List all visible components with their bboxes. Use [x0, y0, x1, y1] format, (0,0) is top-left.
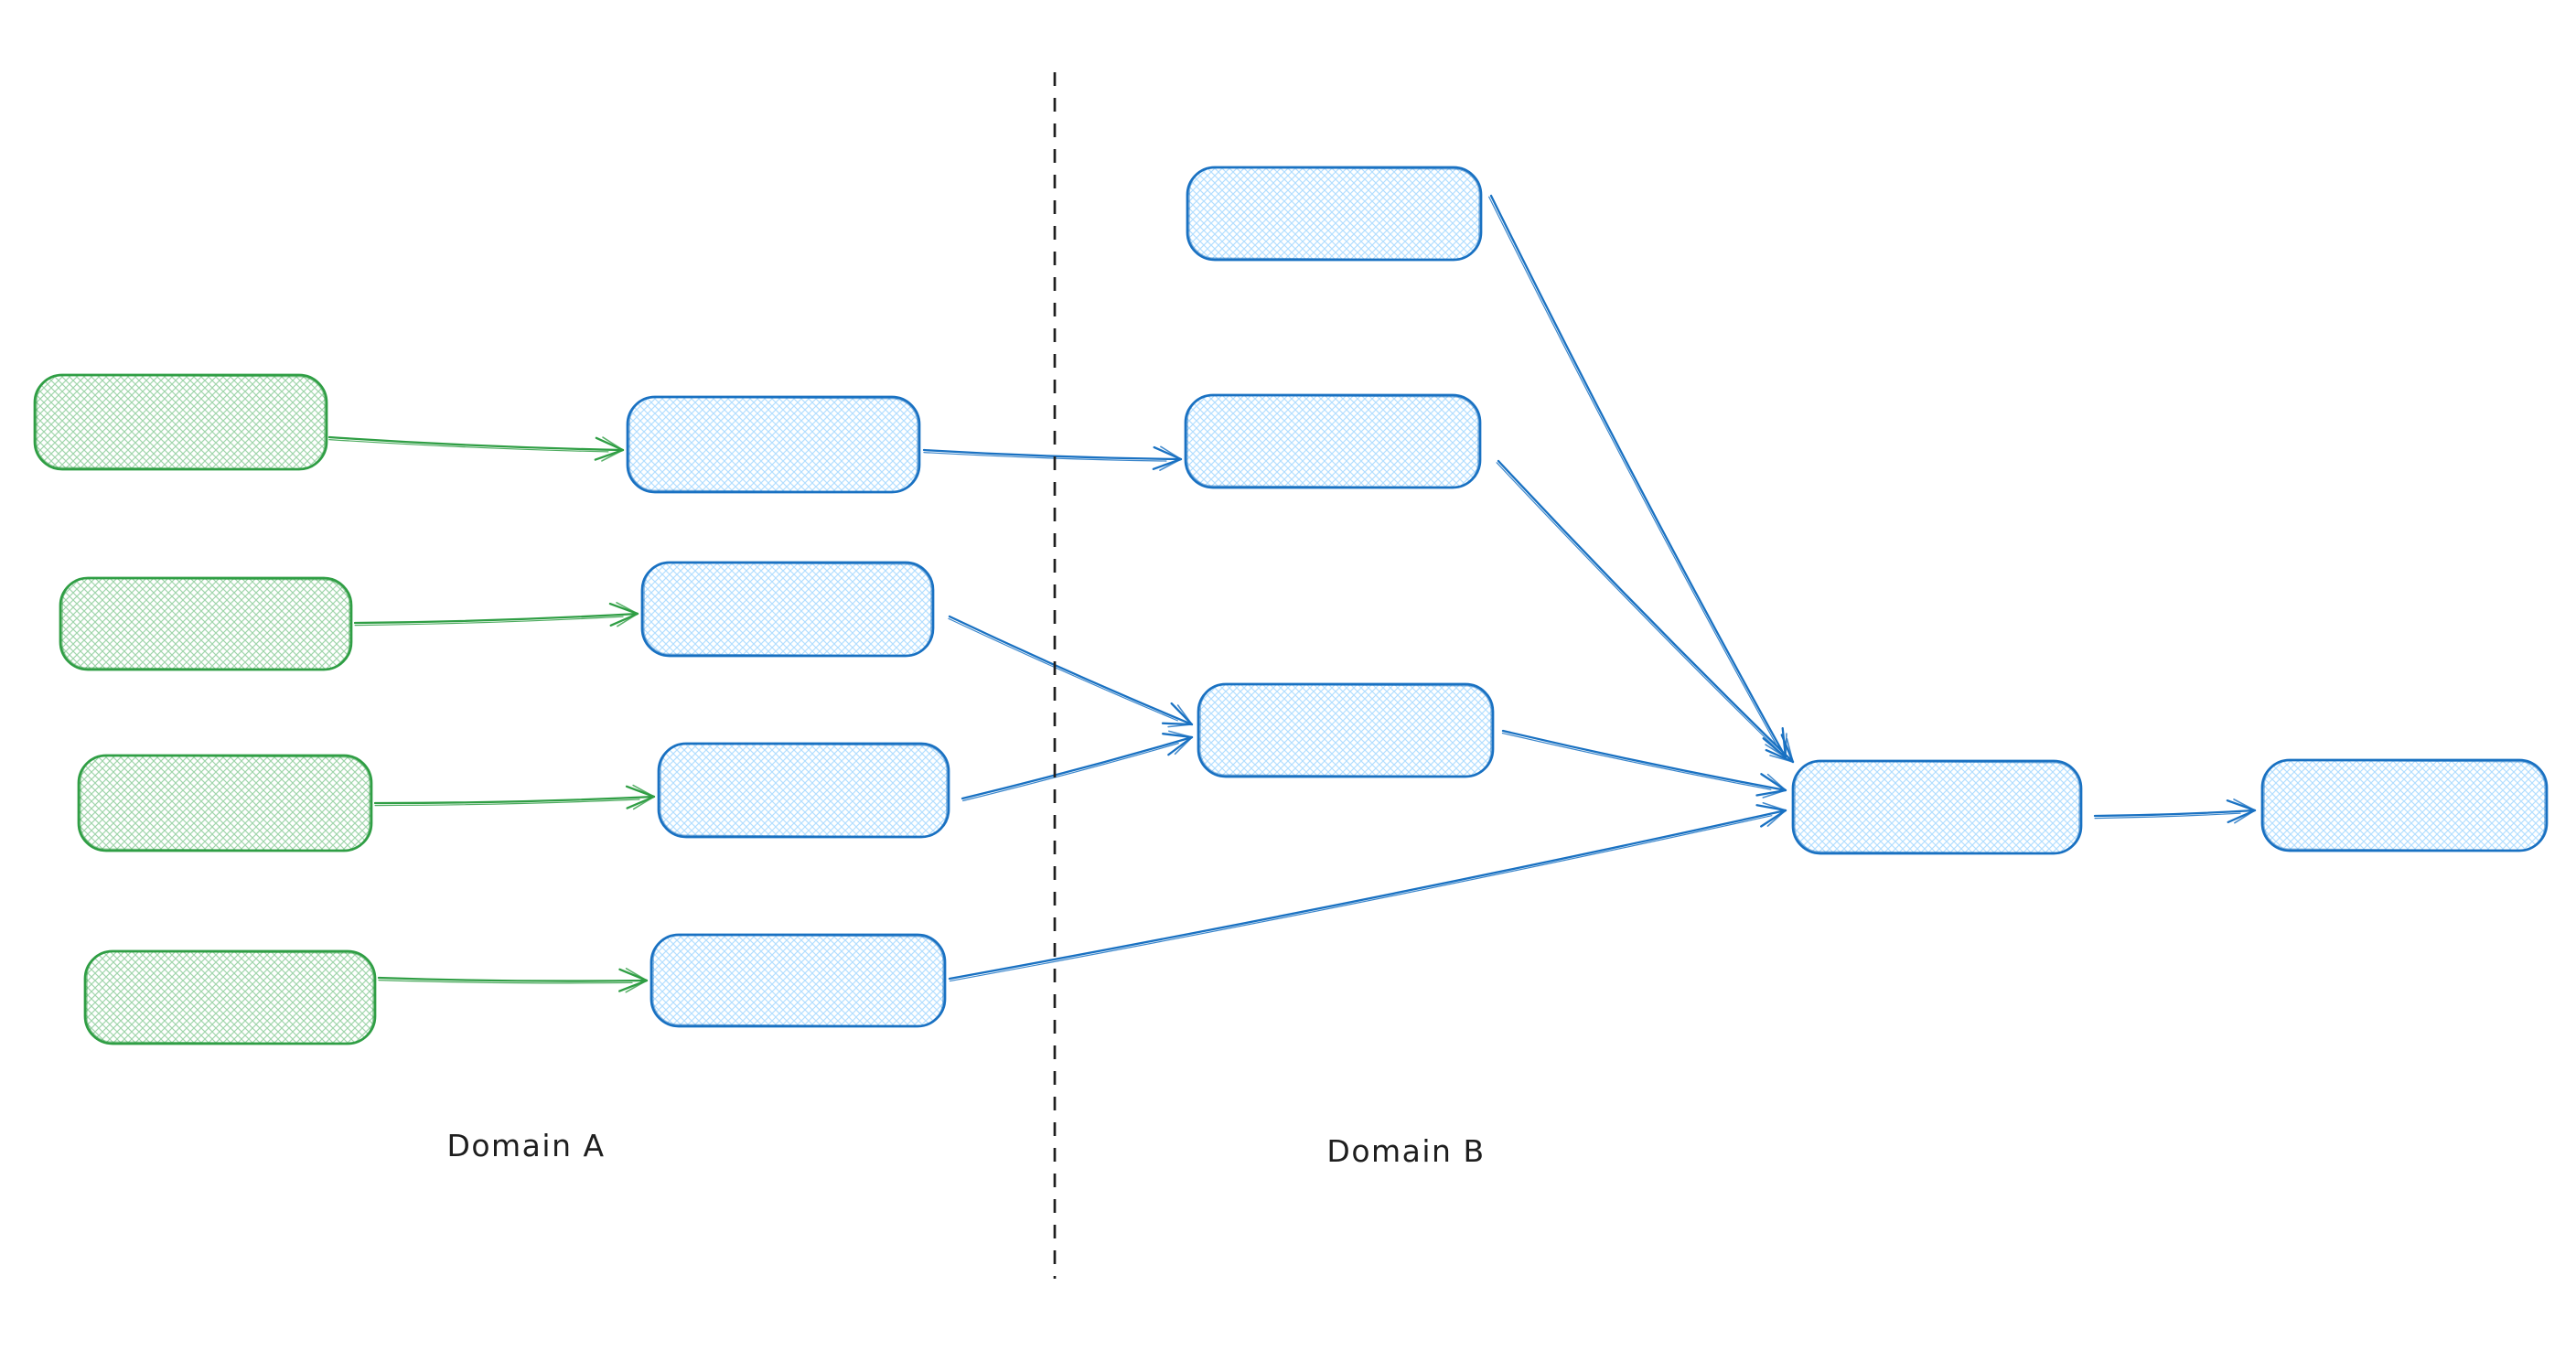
edge-stageA2-stageB3 [948, 615, 1194, 728]
node-source-3 [77, 754, 373, 852]
edge-source1-stageA1 [327, 435, 625, 462]
edge-stageA1-stageB2 [922, 445, 1183, 471]
node-source-1 [33, 373, 328, 471]
domain-b-label: Domain B [1326, 1133, 1485, 1169]
edge-stageB3-aggregator [1501, 729, 1787, 799]
node-stage-b-2 [1184, 393, 1482, 489]
node-output [2260, 758, 2549, 852]
node-stage-a-3 [657, 742, 950, 839]
annotations-layer: Domain A Domain B [446, 72, 1485, 1279]
node-source-4 [83, 949, 377, 1045]
node-stage-b-3 [1197, 682, 1495, 778]
node-stage-a-2 [640, 561, 935, 658]
edge-source2-stageA2 [353, 602, 639, 627]
edge-aggregator-output [2093, 799, 2257, 824]
node-aggregator [1791, 759, 2083, 855]
node-stage-a-1 [626, 395, 921, 494]
edge-stageB1-aggregator [1488, 194, 1787, 759]
node-source-2 [59, 576, 353, 671]
node-stage-a-4 [649, 933, 947, 1028]
edge-source4-stageA4 [377, 968, 649, 993]
edge-stageA4-aggregator [948, 801, 1787, 982]
edge-stageB2-aggregator [1496, 459, 1795, 764]
nodes-layer [33, 166, 2549, 1045]
node-stage-b-1 [1186, 166, 1483, 262]
edges-layer [327, 194, 2257, 993]
domain-a-label: Domain A [446, 1128, 605, 1163]
edge-stageA3-stageB3 [961, 730, 1194, 802]
edge-source3-stageA3 [373, 784, 656, 810]
